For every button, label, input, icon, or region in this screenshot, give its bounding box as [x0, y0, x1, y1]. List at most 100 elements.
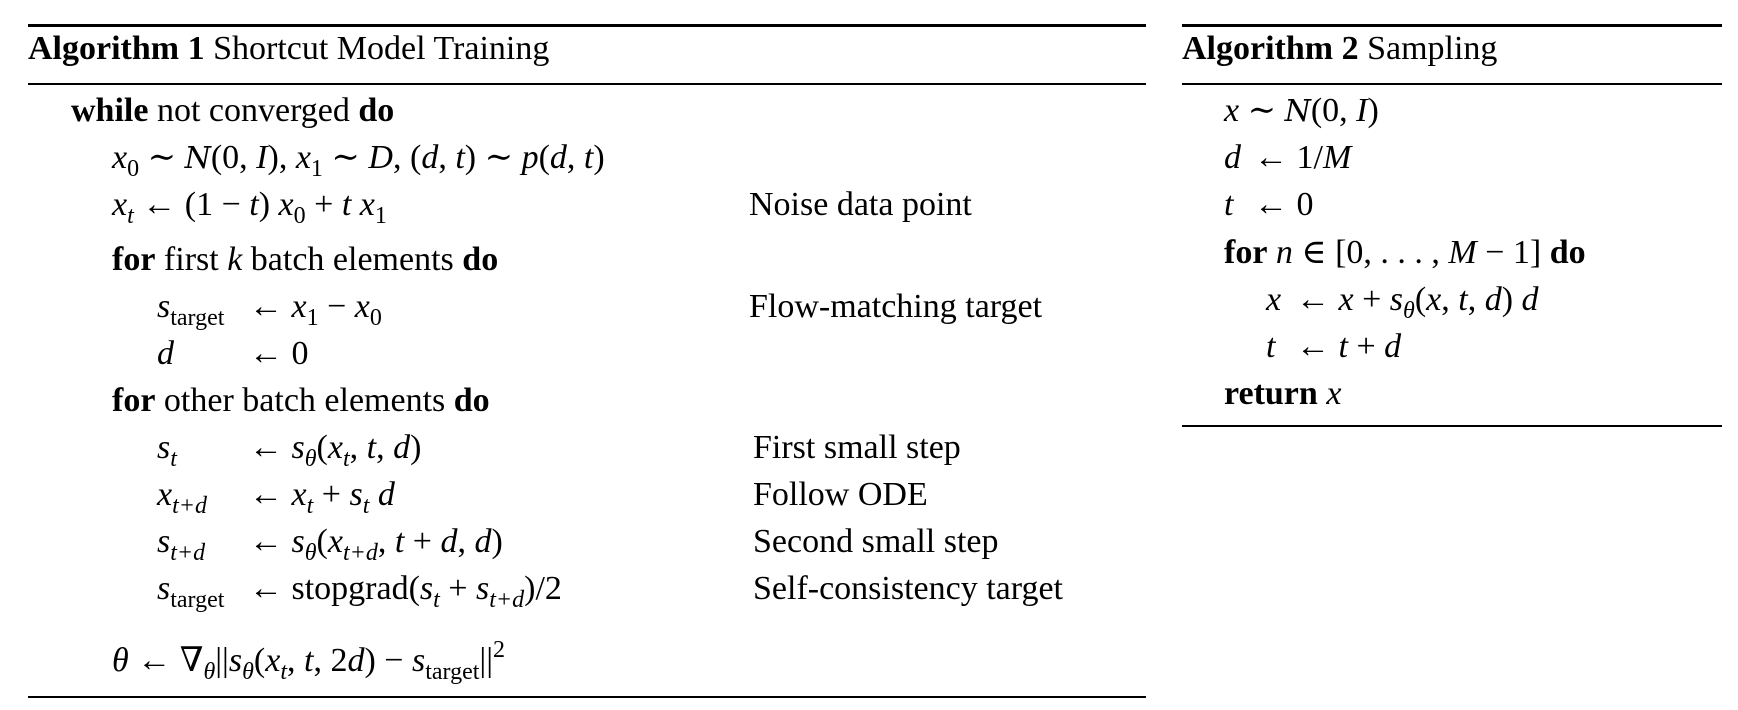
math-token: ) [593, 139, 605, 176]
math-token: t [306, 493, 314, 519]
math-token: ) [258, 186, 279, 223]
math-token: ( [316, 523, 328, 560]
math-token: ) [1501, 281, 1522, 318]
math-token: other batch elements [155, 382, 454, 419]
algorithm-line: starget← stopgrad(st + st+d)/2 [157, 569, 562, 620]
math-token: t [341, 186, 352, 223]
math-token: d [474, 523, 492, 560]
math-token: ( [538, 139, 550, 176]
math-token: t+d [172, 493, 207, 519]
math-token: t [366, 429, 377, 466]
math-token: 0 [127, 156, 140, 182]
math-token: , [377, 523, 395, 560]
math-token: x [1426, 281, 1442, 318]
math-token: s [411, 642, 426, 679]
keyword: while [71, 92, 149, 129]
math-token: ← 1/ [1254, 139, 1323, 176]
math-token: , [457, 523, 475, 560]
assignment-target: starget [157, 287, 249, 338]
math-token: 1 [310, 156, 323, 182]
math-token: 2 [493, 637, 506, 663]
math-token: t [280, 659, 287, 685]
math-token: x [291, 288, 307, 325]
math-token: target [425, 659, 480, 685]
math-token [1267, 234, 1276, 271]
math-token: x [359, 186, 375, 223]
assignment-target: t [1224, 185, 1254, 225]
math-token [351, 186, 360, 223]
math-token: target [170, 305, 225, 331]
math-token: x [354, 288, 370, 325]
math-token: s [157, 429, 171, 466]
math-token: ← [1296, 281, 1339, 318]
math-token: s [291, 429, 305, 466]
keyword: for [112, 241, 156, 278]
math-token: ), [267, 139, 296, 176]
math-token: , [376, 429, 394, 466]
math-token: + [1353, 281, 1390, 318]
keyword: do [462, 241, 499, 278]
math-token: t [394, 523, 405, 560]
math-token: D [368, 139, 393, 176]
line-comment: Follow ODE [753, 476, 928, 513]
math-token: ( [1414, 281, 1427, 318]
math-token: ← ∇ [128, 642, 204, 679]
math-token: d [157, 335, 174, 372]
title-rule [28, 83, 1146, 85]
line-comment: First small step [753, 429, 961, 466]
math-token: k [227, 241, 243, 278]
math-token: t [583, 139, 594, 176]
math-token: ← [249, 288, 292, 325]
math-token: 1 [306, 305, 319, 331]
math-token: s [157, 570, 171, 607]
math-token: first [155, 241, 228, 278]
algorithm-line: for first k batch elements do [112, 240, 498, 280]
math-token: + [1347, 328, 1385, 365]
bottom-rule [1182, 425, 1722, 427]
math-token: ← 0 [249, 335, 309, 372]
math-token: ← 0 [1254, 186, 1314, 223]
math-token: θ [1403, 298, 1415, 324]
math-token: x [327, 429, 343, 466]
math-token: (0, [1310, 92, 1357, 129]
algorithm-1-label: Algorithm 1 [28, 30, 205, 67]
algorithm-line: d ← 0 [157, 334, 309, 374]
assignment-target: xt+d [157, 475, 249, 526]
math-token: x [1266, 281, 1282, 318]
algorithm-line: starget← x1 − x0 [157, 287, 382, 338]
math-token: t [433, 587, 440, 613]
math-token: s [1389, 281, 1404, 318]
math-token: t [342, 446, 350, 472]
algorithm-line: for other batch elements do [112, 381, 490, 421]
math-token: ← [249, 523, 292, 560]
algorithm-line: xt ← (1 − t) x0 + t x1 [112, 185, 387, 236]
math-token: ) [1367, 92, 1379, 129]
algorithm-line: x ∼ N(0, I) [1224, 91, 1379, 132]
math-token: t+d [342, 540, 378, 566]
math-token: ∼ [1239, 92, 1285, 129]
math-token: ∼ [139, 139, 185, 176]
math-token: x [157, 476, 173, 513]
math-token: M [1448, 234, 1477, 271]
math-token: d [1484, 281, 1502, 318]
math-token: s [419, 570, 434, 607]
math-token: − 1] [1476, 234, 1550, 271]
algorithm-line: xt+d← xt + st d [157, 475, 395, 526]
math-token: ← (1 − [133, 186, 250, 223]
math-token: ( [253, 642, 266, 679]
math-token: d [1384, 328, 1402, 365]
math-token: t [455, 139, 465, 176]
math-token: )/2 [524, 570, 562, 607]
math-token: x [112, 186, 128, 223]
algorithm-2-title: Algorithm 2 Sampling [1182, 30, 1497, 68]
math-token: ∼ [322, 139, 369, 176]
algorithm-line: t← t + d [1266, 327, 1401, 367]
math-token: , ( [392, 139, 422, 176]
algorithm-line: st+d← sθ(xt+d, t + d, d) [157, 522, 503, 573]
algorithm-line: θ ← ∇θ||sθ(xt, t, 2d) − starget||2 [112, 630, 505, 692]
math-token: 1 [374, 203, 387, 229]
title-rule [1182, 83, 1722, 85]
line-comment: Second small step [753, 523, 999, 560]
math-token: t [1266, 328, 1276, 365]
math-token: ) − [364, 642, 412, 679]
